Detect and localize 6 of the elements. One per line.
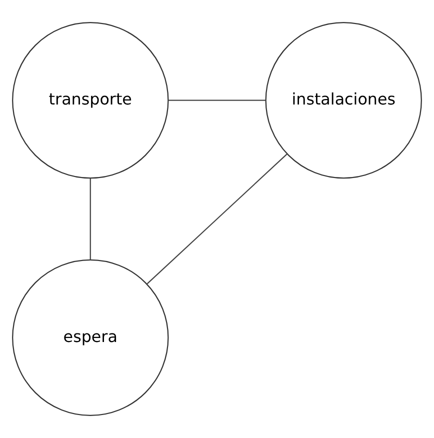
connector — [168, 100, 266, 101]
connector — [146, 154, 288, 284]
node-circle: transporte — [12, 22, 169, 179]
node-circle: instalaciones — [265, 22, 422, 179]
node-circle: espera — [12, 259, 169, 416]
connector — [90, 178, 91, 260]
